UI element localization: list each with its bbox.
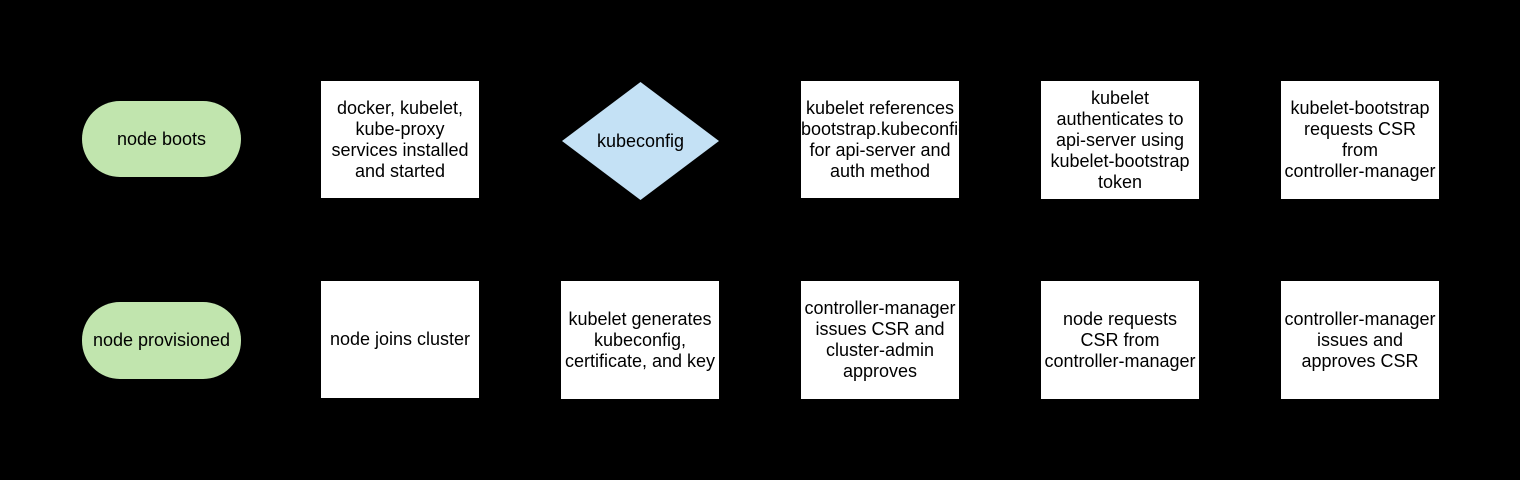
node-label: controller-manager issues and approves C…: [1284, 308, 1436, 371]
process-controller-manager-issues-approves-csr: controller-manager issues and approves C…: [1281, 281, 1439, 399]
node-label: kubelet references bootstrap.kubeconfig …: [801, 97, 969, 181]
process-node-requests-csr: node requests CSR from controller-manage…: [1041, 281, 1199, 399]
node-label: node joins cluster: [329, 329, 471, 349]
node-label: kubeconfig: [596, 130, 685, 151]
node-label: docker, kubelet, kube-proxy services ins…: [331, 97, 469, 181]
node-label: node boots: [116, 128, 207, 149]
terminator-node-provisioned: node provisioned: [82, 302, 241, 379]
process-node-joins-cluster: node joins cluster: [321, 281, 479, 398]
process-kubelet-authenticates: kubelet authenticates to api-server usin…: [1041, 81, 1199, 199]
node-label: kubelet-bootstrap requests CSR from cont…: [1284, 98, 1436, 181]
process-services-installed: docker, kubelet, kube-proxy services ins…: [321, 81, 479, 198]
node-label: kubelet generates kubeconfig, certificat…: [564, 308, 716, 371]
terminator-node-boots: node boots: [82, 101, 241, 177]
node-label: kubelet authenticates to api-server usin…: [1050, 87, 1190, 192]
node-label: controller-manager issues CSR and cluste…: [804, 298, 956, 381]
process-kubelet-references-bootstrap-kubeconfig: kubelet references bootstrap.kubeconfig …: [801, 81, 969, 198]
process-kubelet-bootstrap-requests-csr: kubelet-bootstrap requests CSR from cont…: [1281, 81, 1439, 199]
decision-kubeconfig: kubeconfig: [562, 82, 719, 200]
node-label: node requests CSR from controller-manage…: [1044, 308, 1196, 371]
node-label: node provisioned: [92, 330, 231, 350]
process-controller-manager-issues-csr-cluster-admin-approves: controller-manager issues CSR and cluste…: [801, 281, 959, 399]
process-kubelet-generates-kubeconfig: kubelet generates kubeconfig, certificat…: [561, 281, 719, 399]
